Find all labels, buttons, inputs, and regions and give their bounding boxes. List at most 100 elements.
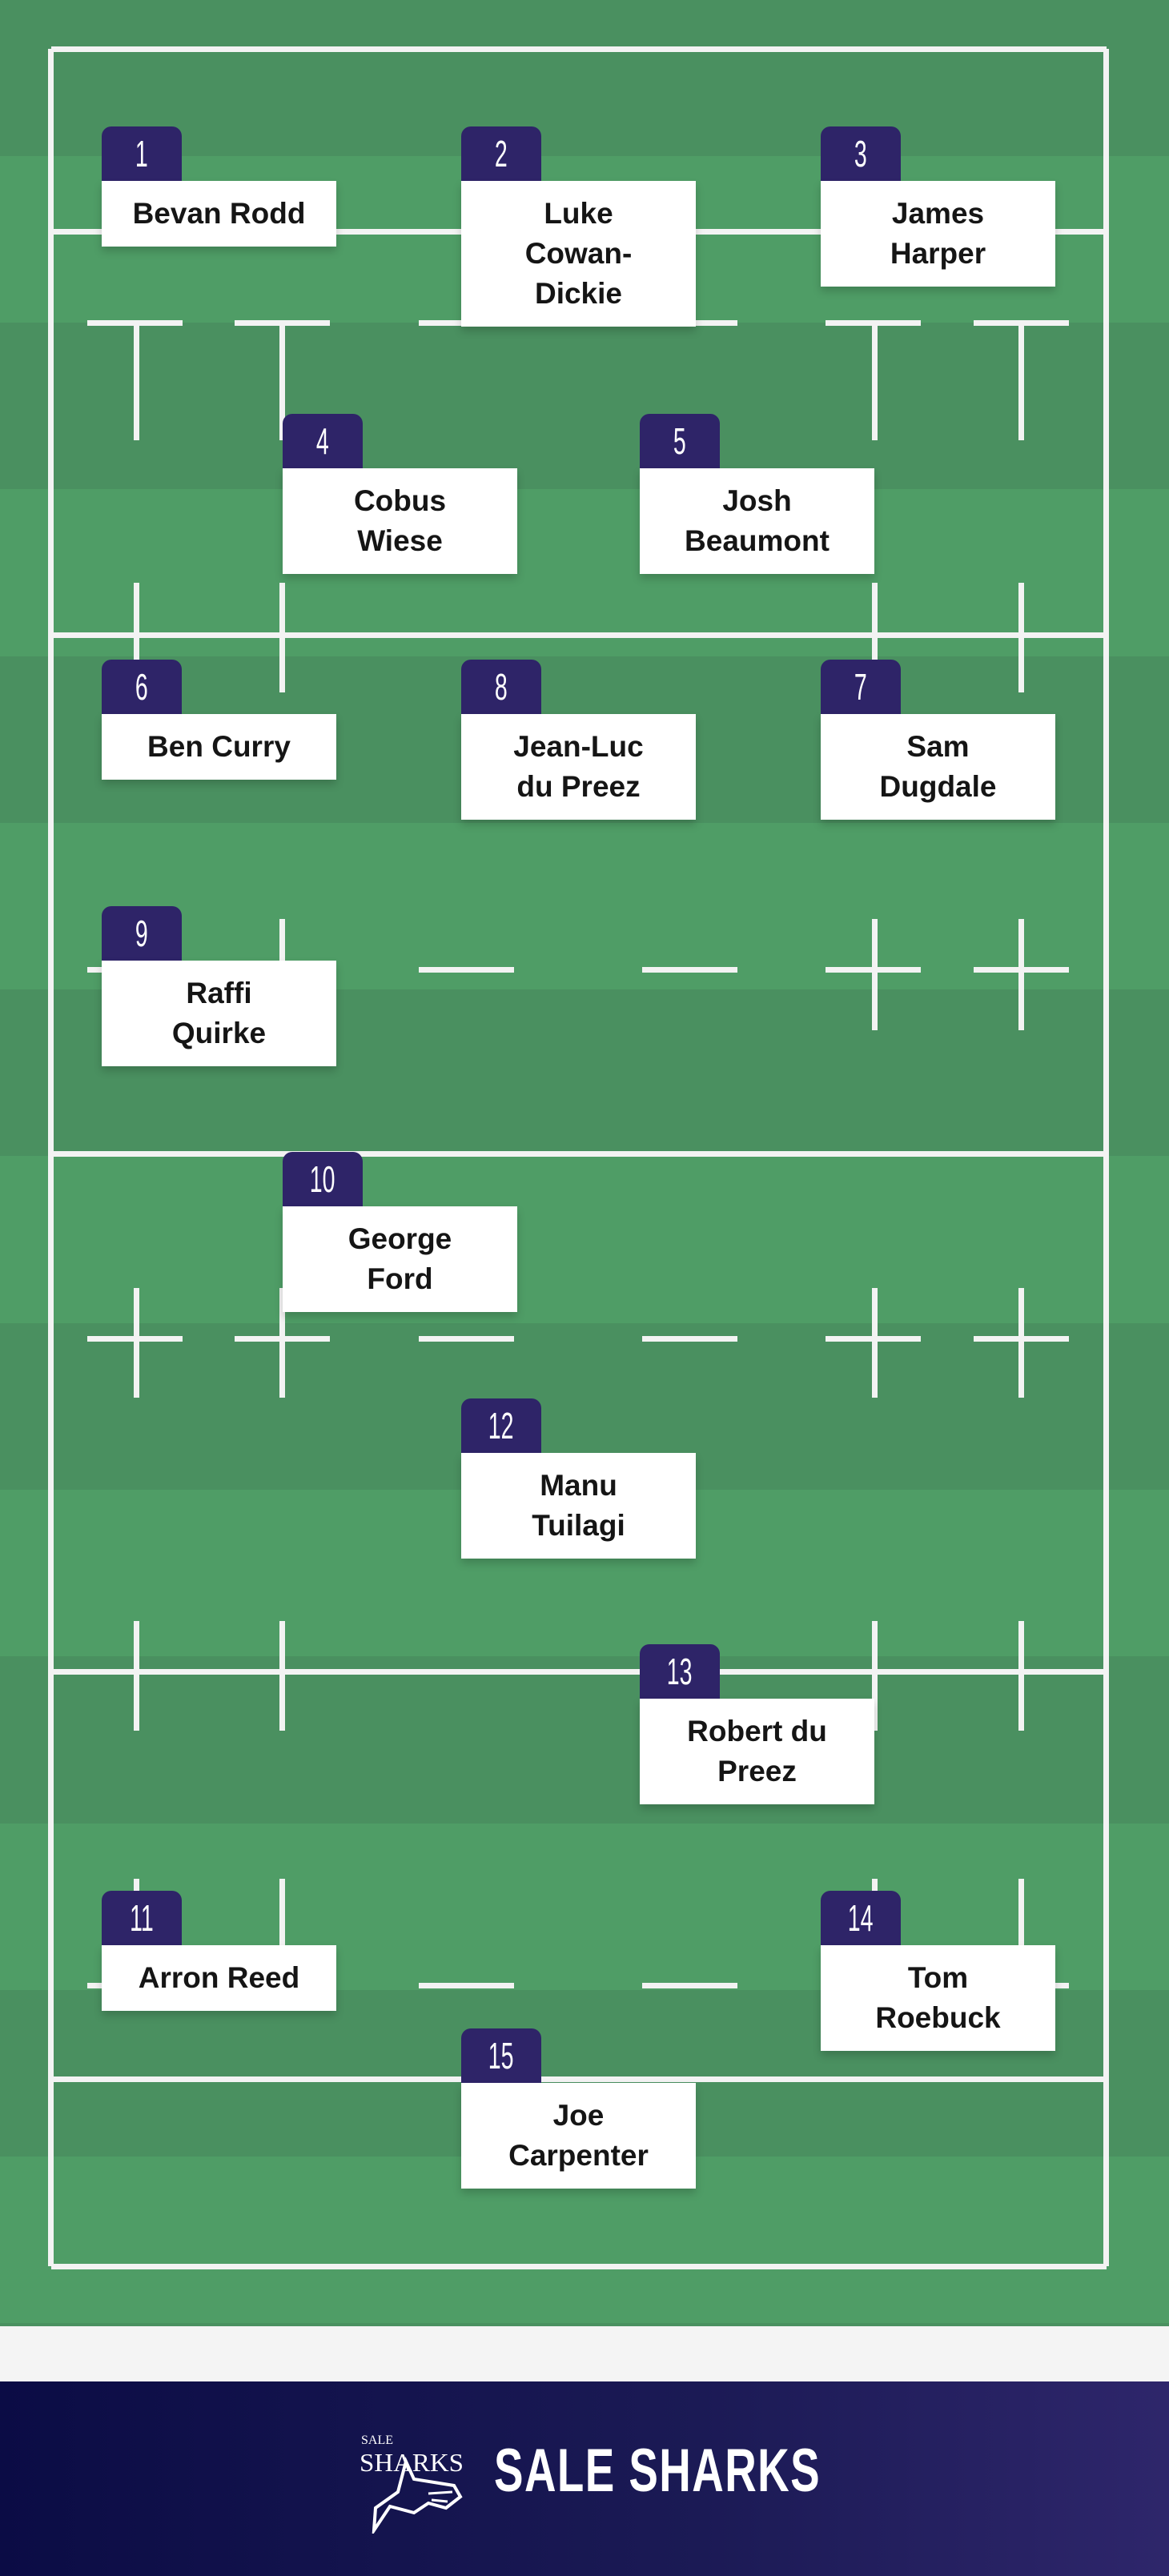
pitch-line <box>419 967 514 973</box>
shirt-number: 5 <box>673 420 686 462</box>
player-name-line: Carpenter <box>508 2139 649 2172</box>
player-name-line: Preez <box>717 1755 797 1788</box>
pitch-line <box>48 49 54 2266</box>
shark-icon <box>372 2457 463 2537</box>
player-name-card: Bevan Rodd <box>102 181 336 247</box>
shirt-number-badge: 14 <box>821 1891 901 1945</box>
player-name-line: Arron Reed <box>138 1961 300 1994</box>
pitch-line <box>134 1621 139 1731</box>
player-name-line: Raffi <box>186 977 252 1009</box>
pitch-line <box>1018 1621 1024 1731</box>
shirt-number: 11 <box>130 1897 154 1939</box>
player-name-line: Dugdale <box>879 770 997 803</box>
shirt-number: 10 <box>310 1158 335 1200</box>
pitch-line <box>872 583 878 692</box>
pitch-line <box>1018 1879 1024 1985</box>
pitch-line <box>51 2264 1107 2269</box>
pitch-line <box>134 323 139 440</box>
pitch-line <box>279 1288 285 1398</box>
pitch-line <box>51 1669 1107 1675</box>
shirt-number: 13 <box>667 1651 693 1692</box>
pitch-line <box>279 323 285 440</box>
grass-stripe <box>0 1656 1169 1824</box>
pitch-line <box>279 1621 285 1731</box>
pitch-line <box>279 583 285 692</box>
player-name-line: Ford <box>367 1262 433 1295</box>
shirt-number: 9 <box>135 913 148 954</box>
pitch-line <box>872 1288 878 1398</box>
pitch-line <box>1103 49 1109 2266</box>
pitch-line <box>872 323 878 440</box>
pitch-line <box>642 967 737 973</box>
player-name-card: Arron Reed <box>102 1945 336 2011</box>
player-name-line: Dickie <box>534 277 622 310</box>
player-name-line: Jean-Luc <box>513 730 644 763</box>
shirt-number-badge: 12 <box>461 1398 541 1453</box>
shirt-number-badge: 7 <box>821 660 901 714</box>
pitch-line <box>134 1288 139 1398</box>
player-name-line: Josh <box>722 484 792 517</box>
shirt-number: 15 <box>488 2035 514 2076</box>
shirt-number-badge: 11 <box>102 1891 182 1945</box>
player-name-line: Manu <box>540 1469 617 1502</box>
player-name-line: Sam <box>906 730 970 763</box>
pitch-line <box>87 320 183 326</box>
pitch-line <box>1018 583 1024 692</box>
shirt-number-badge: 10 <box>283 1152 363 1206</box>
pitch-line <box>642 1336 737 1342</box>
pitch-line <box>51 632 1107 638</box>
shirt-number-badge: 3 <box>821 126 901 181</box>
shirt-number: 12 <box>488 1405 514 1446</box>
pitch-line <box>51 1151 1107 1157</box>
player-name-line: Cobus <box>353 484 447 517</box>
player-name-line: Tuilagi <box>532 1509 625 1542</box>
player-name-line: Roebuck <box>875 2001 1001 2034</box>
pitch-line <box>235 320 330 326</box>
shirt-number: 1 <box>135 133 148 175</box>
shirt-number-badge: 4 <box>283 414 363 468</box>
player-name-line: Joe <box>552 2099 605 2132</box>
pitch-line <box>51 46 1107 52</box>
team-name: SALE SHARKS <box>494 2437 822 2505</box>
player-name-line: James <box>891 197 985 230</box>
shirt-number: 4 <box>316 420 329 462</box>
player-name-line: Ben Curry <box>147 730 291 763</box>
shirt-number: 2 <box>495 133 508 175</box>
pitch-line <box>872 1621 878 1731</box>
grass-stripe <box>0 0 1169 156</box>
player-name-line: Beaumont <box>685 524 830 557</box>
player-name-line: Luke <box>544 197 613 230</box>
shirt-number-badge: 2 <box>461 126 541 181</box>
player-name-line: Bevan Rodd <box>132 197 306 230</box>
shirt-number: 14 <box>848 1897 874 1939</box>
player-name-line: Wiese <box>357 524 443 557</box>
pitch-line <box>1018 323 1024 440</box>
player-name-line: Quirke <box>171 1017 267 1049</box>
shirt-number-badge: 6 <box>102 660 182 714</box>
grass-stripe <box>0 2323 1169 2326</box>
pitch-line <box>872 919 878 1030</box>
